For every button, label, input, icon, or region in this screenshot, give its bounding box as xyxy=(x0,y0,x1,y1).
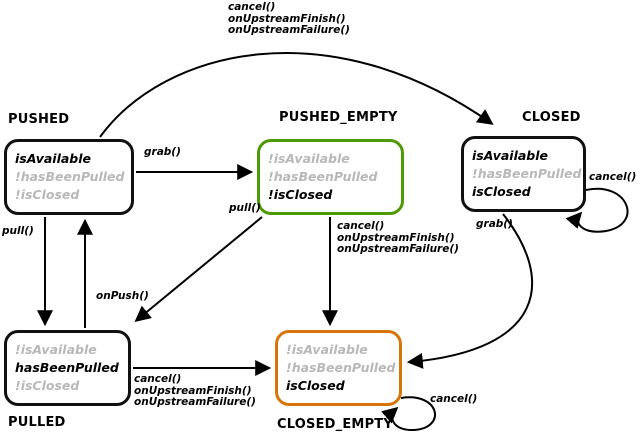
flag-hasBeenPulled: !hasBeenPulled xyxy=(472,166,582,181)
label-pushed-empty-to-closed-empty: cancel() onUpstreamFinish() onUpstreamFa… xyxy=(337,220,459,256)
flag-hasBeenPulled: hasBeenPulled xyxy=(15,360,119,375)
label-line: onUpstreamFailure() xyxy=(228,24,350,36)
state-title-closed: CLOSED xyxy=(522,110,581,125)
state-title-pulled: PULLED xyxy=(8,415,66,430)
label-cancel-closed-empty-loop: cancel() xyxy=(430,393,478,405)
flag-isClosed: !isClosed xyxy=(15,187,80,202)
state-title-closed-empty: CLOSED_EMPTY xyxy=(277,417,393,432)
label-line: cancel() xyxy=(337,220,385,232)
flag-isClosed: !isClosed xyxy=(15,378,80,393)
state-pulled: !isAvailable hasBeenPulled !isClosed xyxy=(4,330,131,406)
arrow-closed-empty-self-loop xyxy=(381,396,436,432)
arrow-closed-self-loop xyxy=(565,187,629,233)
label-line: onUpstreamFinish() xyxy=(134,384,252,397)
label-line: onUpstreamFailure() xyxy=(134,396,256,408)
arrow-pushed-empty-to-pulled xyxy=(134,216,263,323)
flag-hasBeenPulled: !hasBeenPulled xyxy=(286,360,396,375)
state-title-pushed: PUSHED xyxy=(8,112,70,127)
arrow-pushed-to-closed xyxy=(99,52,494,138)
flag-isAvailable: !isAvailable xyxy=(286,342,368,357)
flag-isClosed: isClosed xyxy=(286,378,345,393)
label-pushed-to-closed: cancel() onUpstreamFinish() onUpstreamFa… xyxy=(228,1,350,37)
label-line: onUpstreamFinish() xyxy=(337,231,455,244)
label-pull-mid: pull() xyxy=(229,202,261,214)
state-pushed-empty: !isAvailable !hasBeenPulled !isClosed xyxy=(257,139,404,215)
state-closed-empty: !isAvailable !hasBeenPulled isClosed xyxy=(275,330,402,406)
flag-isClosed: !isClosed xyxy=(268,187,333,202)
flag-isClosed: isClosed xyxy=(472,184,531,199)
label-pulled-to-closed-empty: cancel() onUpstreamFinish() onUpstreamFa… xyxy=(134,373,256,409)
flag-isAvailable: isAvailable xyxy=(15,151,92,166)
label-pull-left: pull() xyxy=(2,225,34,237)
state-closed: isAvailable !hasBeenPulled isClosed xyxy=(461,136,586,212)
flag-isAvailable: !isAvailable xyxy=(268,151,350,166)
flag-isAvailable: !isAvailable xyxy=(15,342,97,357)
state-pushed: isAvailable !hasBeenPulled !isClosed xyxy=(4,139,134,215)
label-onpush: onPush() xyxy=(96,290,149,302)
arrow-closed-to-closed-empty xyxy=(406,213,533,369)
label-line: onUpstreamFinish() xyxy=(228,12,346,25)
label-line: cancel() xyxy=(228,1,276,13)
label-line: onUpstreamFailure() xyxy=(337,243,459,255)
flag-isAvailable: isAvailable xyxy=(472,148,549,163)
label-grab-closed: grab() xyxy=(476,218,513,230)
flag-hasBeenPulled: !hasBeenPulled xyxy=(15,169,125,184)
state-title-pushed-empty: PUSHED_EMPTY xyxy=(279,110,398,125)
label-grab-pushed: grab() xyxy=(144,146,181,158)
label-line: cancel() xyxy=(134,373,182,385)
flag-hasBeenPulled: !hasBeenPulled xyxy=(268,169,378,184)
label-cancel-closed-loop: cancel() xyxy=(589,171,637,183)
